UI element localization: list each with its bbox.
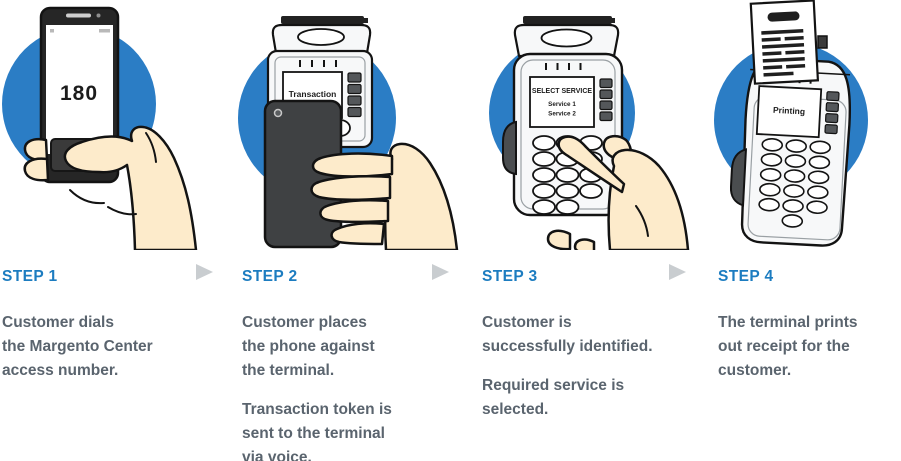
phone-screen-number: 180 [60, 82, 98, 105]
step-4-illustration: Printing [714, 0, 868, 247]
step-1-title: STEP 1 [2, 268, 58, 285]
terminal-screen-option-2: Service 2 [548, 111, 576, 118]
hand-icon [23, 125, 198, 252]
receipt-icon [749, 0, 820, 85]
arrow-right-icon [432, 264, 449, 280]
arrow-right-icon [669, 264, 686, 280]
terminal-screen-text: Printing [773, 105, 806, 117]
step-4-title: STEP 4 [718, 268, 774, 285]
terminal-grip [502, 120, 517, 176]
step-3-column: SELECT SERVICE Service 1 Service 2 [480, 0, 705, 422]
step-2-column: Transaction STEP 2 Customer places the p… [238, 0, 465, 461]
step-3-text-2: Required service is selected. [482, 377, 625, 418]
step-3-text: Customer is successfully identified. [482, 314, 653, 355]
hand-icon [310, 142, 459, 252]
step-1-illustration: 180 [2, 6, 198, 252]
step-4-column: Printing [714, 0, 901, 383]
step-2-title: STEP 2 [242, 268, 298, 285]
step-2-illustration: Transaction [238, 16, 459, 252]
step-1-text: Customer dials the Margento Center acces… [2, 314, 153, 379]
payment-terminal-icon: SELECT SERVICE Service 1 Service 2 [502, 16, 624, 217]
arrow-right-icon [196, 264, 213, 280]
terminal-screen-heading: SELECT SERVICE [532, 88, 592, 95]
step-3-illustration: SELECT SERVICE Service 1 Service 2 [489, 16, 690, 255]
terminal-keypad [758, 137, 831, 228]
terminal-screen-text: Transaction [289, 89, 337, 99]
hand-icon [546, 134, 690, 255]
terminal-grip [729, 148, 748, 207]
step-1-column: 180 STEP 1 Customer dials the Margento C… [0, 0, 225, 383]
step-4-text: The terminal prints out receipt for the … [718, 314, 858, 379]
terminal-screen-option-1: Service 1 [548, 101, 576, 108]
step-3-title: STEP 3 [482, 268, 538, 285]
step-2-text-2: Transaction token is sent to the termina… [242, 401, 392, 461]
printer-lever [817, 35, 828, 49]
step-2-text: Customer places the phone against the te… [242, 314, 375, 379]
